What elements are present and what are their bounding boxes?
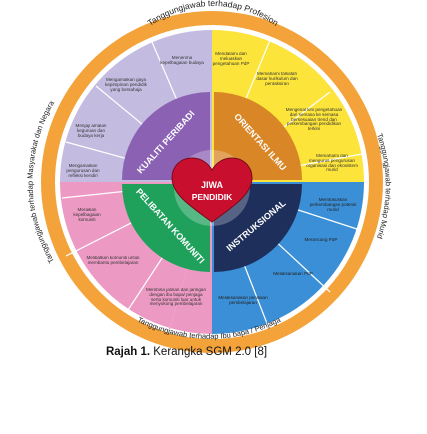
item-kp5-text: Meraikan kepelbagaian komuniti (73, 208, 101, 222)
item-in3-text: Melaksanakan PdP (273, 272, 313, 276)
item-kp3: Menjaji amalan keguruan dan budaya kerja (75, 124, 107, 138)
quadrant-instruksional (214, 184, 302, 272)
center-label-line2: PENDIDIK (192, 192, 233, 202)
item-kp3-text: Menjaji amalan keguruan dan budaya kerja (75, 124, 107, 138)
item-in2-text: Merancang PdP (304, 238, 338, 242)
quadrant-pelibatan-komuniti (122, 184, 210, 272)
item-labels: Menerima kepelbagaian budaya Mengamalkan… (66, 52, 358, 307)
item-kp2: Mengamalkan gaya kepimpinan pendidik yan… (105, 78, 147, 92)
center-label-line1: JIWA (201, 180, 224, 190)
item-kp4-text: Mengamalkan pengurusan dan refleksi kend… (66, 164, 100, 178)
item-in2: Merancang PdP (304, 238, 338, 242)
item-oi3-text: Mengenal kini pengetahuan dari semasa ke… (285, 108, 343, 132)
item-oi1-text: Mendalami dan meluaskan pengetahuan PdP (212, 52, 250, 66)
item-oi2: Memahami falsafah dasar kurikulum dan pe… (256, 72, 298, 86)
item-kp5: Meraikan kepelbagaian komuniti (73, 208, 101, 222)
item-kp1: Menerima kepelbagaian budaya (160, 56, 204, 65)
item-pk2-text: Membina jalinan dan jaringan dengan ibu … (146, 288, 206, 307)
item-oi4: Memahami dan mengurus pengurusan organis… (306, 154, 358, 173)
heart-icon (171, 157, 253, 223)
item-oi1: Mendalami dan meluaskan pengetahuan PdP (212, 52, 250, 66)
figure-caption: Rajah 1. Kerangka SGM 2.0 [8] (0, 346, 373, 358)
caption-label: Rajah 1. (105, 346, 151, 358)
item-kp2-text: Mengamalkan gaya kepimpinan pendidik yan… (105, 78, 147, 92)
item-in4: Melaksanakan penilaian pembelajaran (218, 296, 268, 305)
item-oi2-text: Memahami falsafah dasar kurikulum dan pe… (256, 72, 298, 86)
caption-text: Kerangka SGM 2.0 [8] (150, 346, 268, 358)
item-in1-text: Memfokuskan perkembangan potensi murid (309, 198, 357, 212)
item-pk1-text: Melibatkan komuniti untuk membantu pembe… (86, 256, 140, 265)
item-in1: Memfokuskan perkembangan potensi murid (309, 198, 357, 212)
item-oi4-text: Memahami dan mengurus pengurusan organis… (306, 154, 358, 173)
item-pk1: Melibatkan komuniti untuk membantu pembe… (86, 256, 140, 265)
item-pk2: Membina jalinan dan jaringan dengan ibu … (146, 288, 206, 307)
item-kp1-text: Menerima kepelbagaian budaya (160, 56, 204, 65)
item-oi3: Mengenal kini pengetahuan dari semasa ke… (285, 108, 343, 132)
item-in4-text: Melaksanakan penilaian pembelajaran (218, 296, 268, 305)
item-kp4: Mengamalkan pengurusan dan refleksi kend… (66, 164, 100, 178)
item-in3: Melaksanakan PdP (273, 272, 313, 276)
